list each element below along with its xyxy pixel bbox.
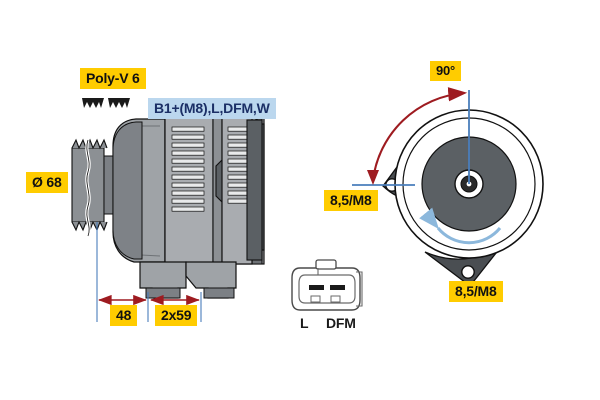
- projection-lines: [96, 222, 202, 322]
- pulley-assembly: [71, 138, 114, 237]
- rotation-direction-arrow: [419, 207, 502, 245]
- terminal-blade-L: [309, 285, 324, 290]
- connector-pin-label-DFM: DFM: [326, 315, 356, 331]
- mount-lower-thread-label: 8,5/M8: [449, 281, 503, 302]
- mounting-span-dimension: 2x59: [155, 305, 198, 326]
- pulley-type-label: Poly-V 6: [80, 68, 146, 89]
- mounting-bracket: [139, 261, 237, 299]
- front-view-alternator: [352, 87, 544, 287]
- poly-v-belt-profile-icon: [82, 98, 130, 108]
- pulley-diameter-label: Ø 68: [26, 172, 68, 193]
- stator-fin-overlay: [164, 115, 263, 265]
- terminals-label: B1+(M8),L,DFM,W: [148, 98, 276, 119]
- terminal-blade-DFM: [330, 285, 345, 290]
- pulley-offset-dimension: 48: [110, 305, 138, 326]
- electrical-connector: [291, 259, 363, 311]
- side-view-alternator: [71, 115, 265, 322]
- connector-pin-label-L: L: [300, 315, 309, 331]
- rotation-angle-label: 90°: [430, 61, 462, 81]
- drive-end-housing: [112, 118, 166, 263]
- angle-arc-90: [371, 87, 468, 181]
- mount-upper-thread-label: 8,5/M8: [324, 190, 378, 211]
